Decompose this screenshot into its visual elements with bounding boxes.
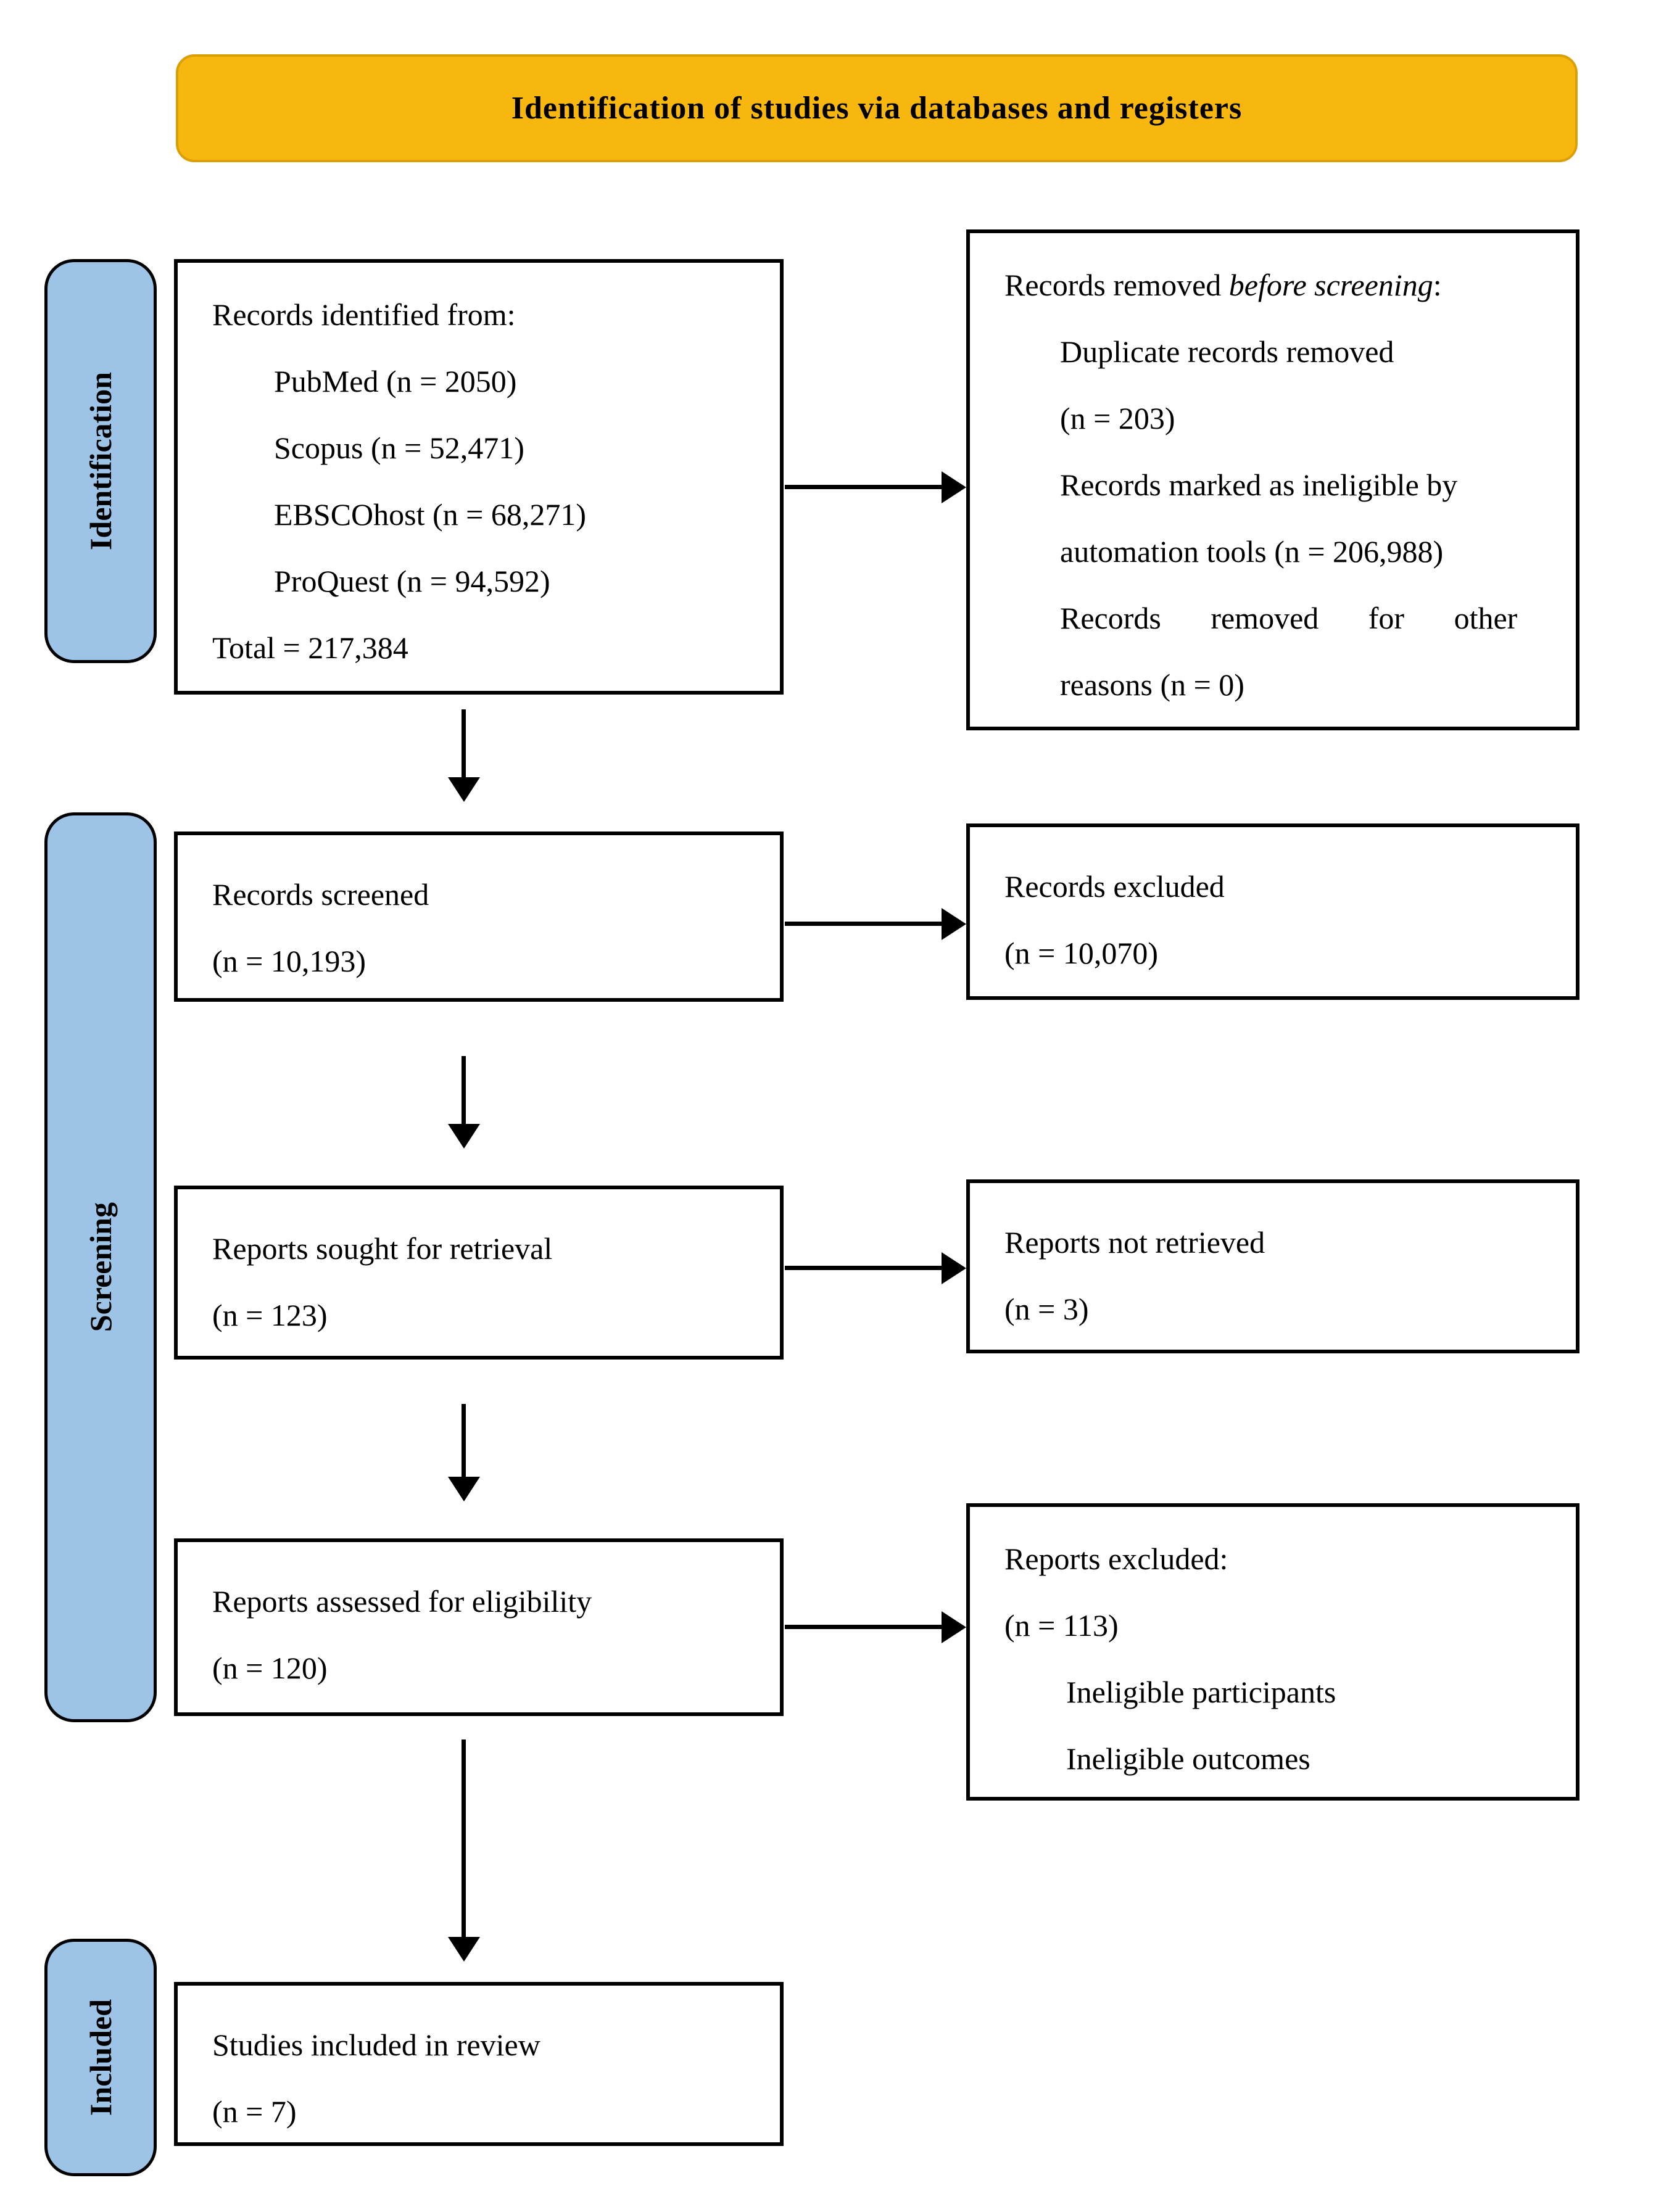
records-identified-total: Total = 217,384 bbox=[212, 630, 408, 665]
studies-included-line1: Studies included in review bbox=[212, 2028, 540, 2062]
records-removed-other-line1: Records removed for other bbox=[1060, 601, 1518, 635]
box-reports-sought: Reports sought for retrieval (n = 123) bbox=[174, 1186, 784, 1360]
reports-assessed-line2: (n = 120) bbox=[212, 1651, 328, 1685]
records-identified-scopus: Scopus (n = 52,471) bbox=[274, 431, 524, 465]
records-screened-line1: Records screened bbox=[212, 877, 429, 912]
records-removed-ineligible-line2: automation tools (n = 206,988) bbox=[1060, 534, 1444, 569]
stage-label-identification-text: Identification bbox=[83, 372, 118, 550]
records-removed-duplicates-line1: Duplicate records removed bbox=[1060, 334, 1394, 369]
studies-included-line2: (n = 7) bbox=[212, 2094, 297, 2129]
box-records-removed: Records removed before screening: Duplic… bbox=[966, 229, 1579, 730]
records-removed-heading-prefix: Records removed bbox=[1004, 268, 1229, 302]
arrow-identified-to-removed bbox=[785, 485, 942, 489]
box-reports-assessed: Reports assessed for eligibility (n = 12… bbox=[174, 1538, 784, 1716]
box-records-excluded: Records excluded (n = 10,070) bbox=[966, 823, 1579, 1000]
reports-excluded-reason2: Ineligible outcomes bbox=[1066, 1741, 1310, 1776]
box-records-screened: Records screened (n = 10,193) bbox=[174, 832, 784, 1002]
box-studies-included: Studies included in review (n = 7) bbox=[174, 1982, 784, 2146]
records-removed-other-line2: reasons (n = 0) bbox=[1060, 667, 1244, 702]
box-records-identified: Records identified from: PubMed (n = 205… bbox=[174, 259, 784, 695]
arrow-sought-to-assessed bbox=[462, 1404, 466, 1477]
arrow-screened-to-sought bbox=[462, 1056, 466, 1124]
reports-sought-line2: (n = 123) bbox=[212, 1298, 328, 1332]
box-reports-excluded: Reports excluded: (n = 113) Ineligible p… bbox=[966, 1503, 1579, 1801]
records-removed-duplicates-line2: (n = 203) bbox=[1060, 401, 1175, 435]
stage-label-screening-text: Screening bbox=[83, 1202, 118, 1332]
arrow-assessed-to-included bbox=[462, 1739, 466, 1937]
records-removed-heading-suffix: : bbox=[1433, 268, 1442, 302]
records-identified-proquest: ProQuest (n = 94,592) bbox=[274, 564, 550, 598]
reports-excluded-line2: (n = 113) bbox=[1004, 1608, 1119, 1643]
records-removed-heading: Records removed before screening: bbox=[1004, 252, 1551, 318]
reports-assessed-line1: Reports assessed for eligibility bbox=[212, 1584, 592, 1619]
records-identified-pubmed: PubMed (n = 2050) bbox=[274, 364, 517, 398]
reports-not-retrieved-line2: (n = 3) bbox=[1004, 1292, 1089, 1326]
reports-excluded-reason1: Ineligible participants bbox=[1066, 1675, 1336, 1709]
arrow-screened-to-excluded bbox=[785, 922, 942, 926]
box-reports-not-retrieved: Reports not retrieved (n = 3) bbox=[966, 1179, 1579, 1353]
arrow-sought-to-not-retrieved bbox=[785, 1266, 942, 1270]
records-removed-heading-italic: before screening bbox=[1228, 268, 1433, 302]
stage-label-included-text: Included bbox=[83, 1999, 118, 2116]
arrow-assessed-to-reports-excluded bbox=[785, 1625, 942, 1629]
records-removed-ineligible-line1: Records marked as ineligible by bbox=[1060, 468, 1458, 502]
records-excluded-line1: Records excluded bbox=[1004, 869, 1225, 904]
reports-not-retrieved-line1: Reports not retrieved bbox=[1004, 1225, 1265, 1260]
records-identified-heading: Records identified from: bbox=[212, 297, 516, 332]
records-identified-ebscohost: EBSCOhost (n = 68,271) bbox=[274, 497, 587, 532]
records-screened-line2: (n = 10,193) bbox=[212, 944, 366, 978]
arrow-identified-to-screened bbox=[462, 709, 466, 777]
diagram-title: Identification of studies via databases … bbox=[511, 91, 1243, 126]
records-excluded-line2: (n = 10,070) bbox=[1004, 936, 1158, 970]
title-banner: Identification of studies via databases … bbox=[176, 54, 1578, 162]
reports-excluded-line1: Reports excluded: bbox=[1004, 1541, 1228, 1576]
reports-sought-line1: Reports sought for retrieval bbox=[212, 1231, 553, 1266]
stage-label-screening: Screening bbox=[44, 812, 157, 1722]
stage-label-identification: Identification bbox=[44, 259, 157, 663]
stage-label-included: Included bbox=[44, 1939, 157, 2176]
